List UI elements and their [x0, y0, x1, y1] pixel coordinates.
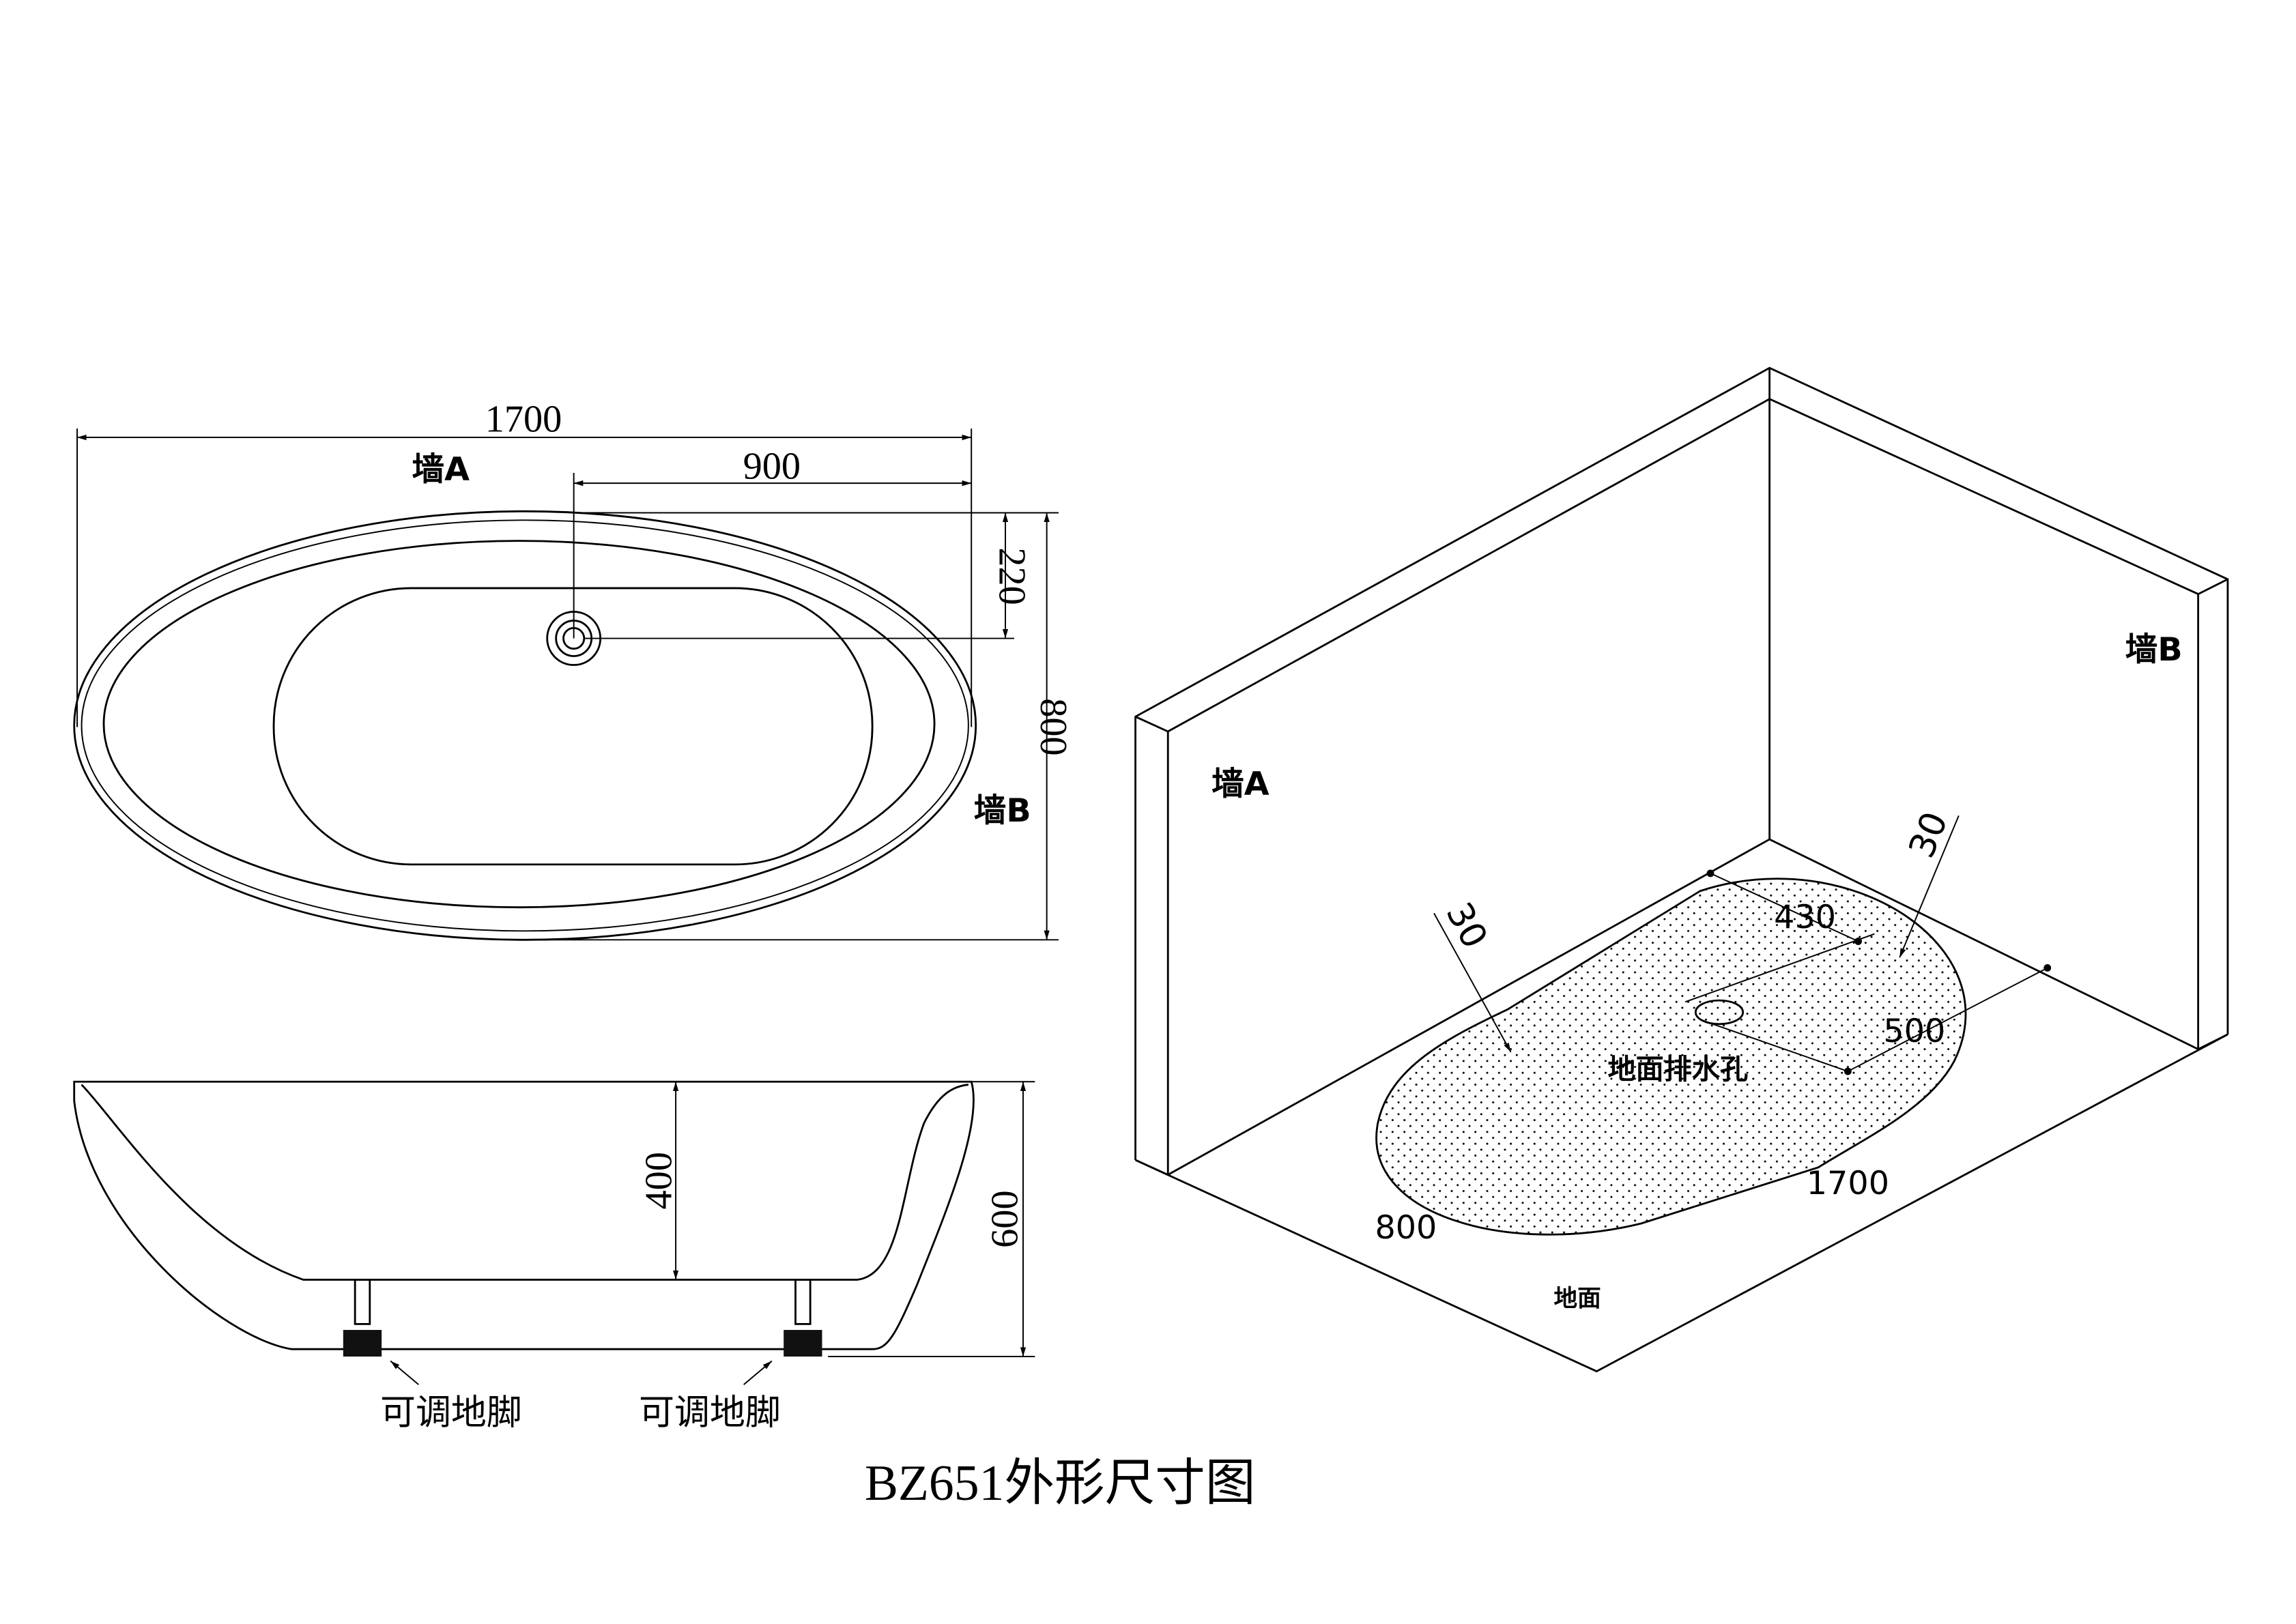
- iso-wall-a-label: 墙A: [1211, 766, 1269, 803]
- drawing-title: BZ651外形尺寸图: [865, 1455, 1256, 1511]
- drain-label: 地面排水孔: [1608, 1053, 1749, 1086]
- foot-label-right: 可调地脚: [639, 1394, 781, 1433]
- tub-footprint: [1375, 878, 1967, 1236]
- top-view: 1700 900 220 800 墙A 墙B: [73, 398, 1074, 941]
- dim-600: 600: [984, 1190, 1026, 1247]
- tub-outer-rim: [73, 510, 977, 941]
- tub-basin: [272, 587, 874, 866]
- wall-a-label: 墙A: [412, 451, 470, 489]
- dim-500: 500: [1883, 1013, 1945, 1050]
- foot-label-left: 可调地脚: [380, 1394, 522, 1433]
- floor-drain-icon: [1694, 999, 1745, 1026]
- iso-wall-b-label: 墙B: [2125, 631, 2183, 669]
- dim-900: 900: [743, 446, 801, 488]
- dim-400: 400: [638, 1152, 680, 1209]
- dim-gap-a: 30: [1438, 896, 1495, 955]
- side-view: 400 600 可调地脚 可调地脚: [73, 1080, 1035, 1433]
- dim-1700: 1700: [485, 398, 562, 440]
- dim-220: 220: [990, 547, 1033, 605]
- foot-left: [343, 1279, 382, 1357]
- floor-label: 地面: [1553, 1285, 1601, 1312]
- dim-1700-iso: 1700: [1807, 1165, 1889, 1202]
- wall-b-label: 墙B: [974, 792, 1031, 830]
- dim-800-iso: 800: [1375, 1209, 1437, 1247]
- dim-gap-b: 30: [1902, 807, 1956, 864]
- iso-view: 30 30 430 500 地面排水孔 1700 800 地面 墙A 墙B: [1134, 366, 2229, 1373]
- tub-inner-rim: [102, 540, 936, 909]
- dim-430: 430: [1774, 899, 1836, 936]
- dim-800: 800: [1032, 698, 1074, 755]
- tub-side-outline: [73, 1080, 975, 1350]
- foot-right: [784, 1279, 822, 1357]
